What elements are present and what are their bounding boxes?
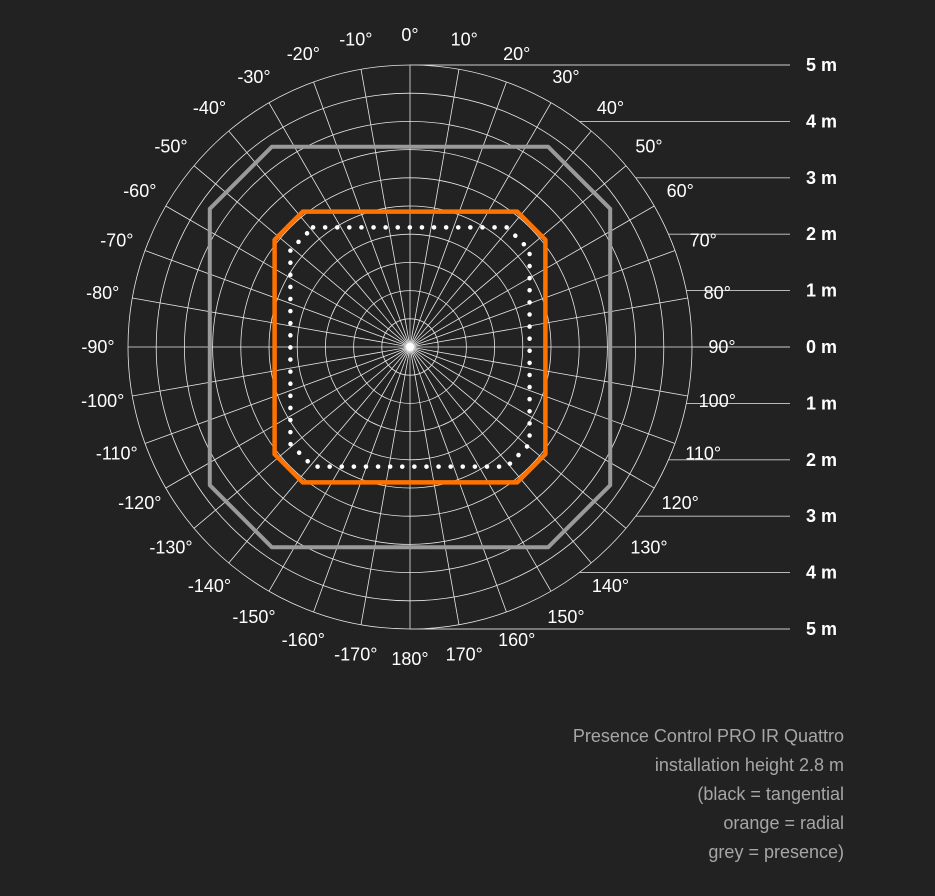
grid-spoke [360,69,411,348]
chart-caption: Presence Control PRO IR Quattro installa… [573,722,844,867]
angle-label: 90° [708,337,735,357]
grid-spoke [268,102,411,348]
angle-label: 50° [635,137,662,157]
angle-label: 120° [662,493,699,513]
grid-spoke [165,346,411,489]
grid-spoke [193,346,411,529]
angle-label: 0° [401,25,418,45]
grid-spoke [409,346,552,592]
angle-label: 160° [498,630,535,650]
angle-label: -120° [118,493,161,513]
grid-spoke [268,346,411,592]
distance-label: 3 m [806,168,837,188]
grid-spoke [409,346,507,613]
series-presence-grey [207,144,613,550]
angle-label: -130° [149,538,192,558]
angle-label: 170° [446,644,483,664]
distance-label: 0 m [806,337,837,357]
distance-label: 4 m [806,111,837,131]
polar-grid [127,64,790,630]
grid-spoke [193,165,411,348]
grid-spoke [144,250,411,348]
grid-spoke [132,297,411,348]
distance-label: 2 m [806,450,837,470]
angle-label: -110° [96,444,138,464]
angle-label: 10° [451,30,478,50]
grid-spoke [409,346,592,564]
grid-spoke [409,346,655,489]
angle-label: -150° [232,607,275,627]
distance-label: 5 m [806,619,837,639]
angle-label: 80° [704,283,731,303]
caption-height: installation height 2.8 m [654,755,844,775]
caption-legend-orange: orange = radial [723,813,844,833]
angle-label: -90° [81,337,114,357]
grid-spoke [409,346,688,397]
grid-spoke [409,81,507,348]
polar-coverage-chart: 5 m 4 m 3 m 2 m 1 m 0 m 1 m 2 m 3 m 4 m 5 m 0° 10° 20… [81,25,837,669]
series-radial-orange [272,209,548,485]
grid-spoke [409,346,460,625]
grid-spoke [409,346,676,444]
center-dot [406,343,414,351]
series-tangential-dotted [288,225,532,469]
angle-label: -20° [287,44,320,64]
angle-label: 140° [592,576,629,596]
grid-spoke [313,346,411,613]
angle-label: 150° [547,607,584,627]
angle-label: -10° [339,30,372,50]
grid-spoke [409,102,552,348]
distance-label: 4 m [806,563,837,583]
caption-legend-black: (black = tangential [697,784,844,804]
grid-spoke [409,69,460,348]
grid-spoke [409,250,676,348]
angle-label: 60° [667,181,694,201]
angle-label: -50° [154,137,187,157]
grid-spoke [144,346,411,444]
grid-spoke [409,297,688,348]
caption-legend-grey: grey = presence) [708,842,844,862]
grid-spoke [132,346,411,397]
angle-label: -170° [334,644,377,664]
grid-spoke [409,130,592,348]
grid-spoke [165,205,411,348]
angle-label: -30° [237,67,270,87]
angle-label: -70° [100,230,133,250]
grid-spoke [360,346,411,625]
distance-label: 1 m [806,393,837,413]
angle-label: -140° [188,576,231,596]
grid-spoke [228,130,411,348]
grid-spoke [228,346,411,564]
angle-label: 110° [685,444,721,464]
caption-product: Presence Control PRO IR Quattro [572,726,844,746]
angle-label: -60° [123,181,156,201]
angle-label: 30° [552,67,579,87]
distance-label: 3 m [806,506,837,526]
grid-spoke [409,205,655,348]
angle-label: 20° [503,44,530,64]
distance-label: 2 m [806,224,837,244]
grid-spoke [409,346,627,529]
grid-spoke [313,81,411,348]
angle-label: -160° [282,630,325,650]
angle-label: 130° [630,538,667,558]
angle-label: -100° [81,391,124,411]
distance-label: 1 m [806,281,837,301]
angle-label: 180° [391,649,428,669]
angle-label: -80° [86,283,119,303]
angle-label: -40° [193,98,226,118]
angle-label: 70° [690,230,717,250]
angle-label: 100° [699,391,736,411]
distance-label: 5 m [806,55,837,75]
grid-spoke [409,165,627,348]
angle-label: 40° [597,98,624,118]
